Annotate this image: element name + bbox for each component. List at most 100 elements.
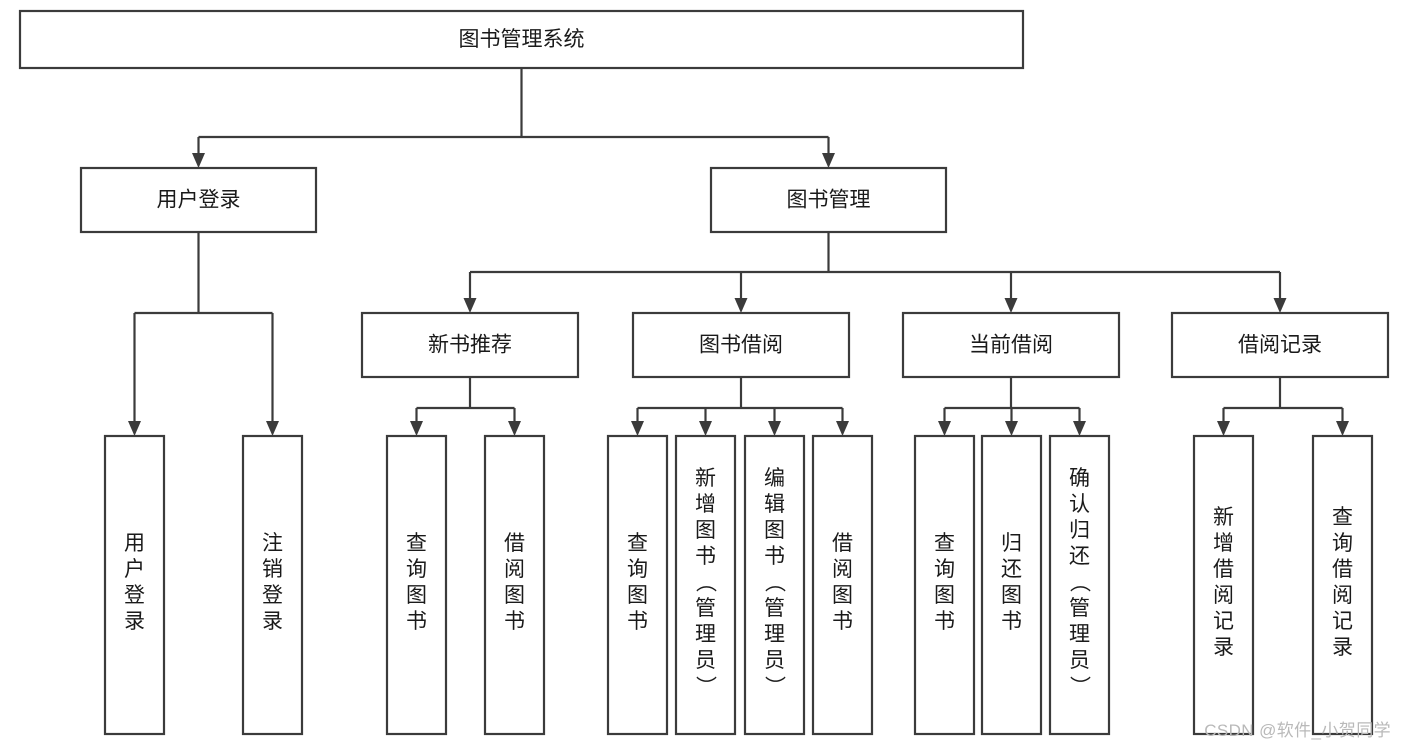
node-label-char: ） [1068,676,1091,697]
node-label-char: 记 [1213,610,1234,633]
node-label-char: 书 [1001,610,1022,633]
node-box-leaf-borrow-book-rec [483,434,546,736]
node-label-char: 还 [1001,558,1022,581]
node-label-char: 登 [124,584,145,607]
node-box-leaf-return-book [980,434,1043,736]
arrow-head-icon [631,421,644,436]
node-label-char: 新 [1213,506,1234,529]
connector-c-cb-l1 [938,408,951,436]
arrow-head-icon [463,298,477,313]
arrow-head-icon [266,421,279,436]
arrow-head-icon [836,421,849,436]
arrow-head-icon [128,421,141,436]
node-box-leaf-edit-book [743,434,806,736]
node-label-char: 理 [764,623,785,646]
node-label-char: 管 [695,597,716,620]
node-label-char: 图 [934,584,955,607]
node-label-char: 书 [406,610,427,633]
node-label-char: 新 [695,467,716,490]
arrow-head-icon [1217,421,1230,436]
connector-c-nbr-l1 [410,408,423,436]
connector-c-cb-l3 [1073,408,1086,436]
connector-c-bb-l1 [631,408,644,436]
arrow-head-icon [192,153,205,168]
node-label-char: 阅 [1213,584,1234,607]
node-label-char: 增 [695,493,716,516]
node-label-char: 查 [627,532,648,555]
connector-c-br-l1 [1217,408,1230,436]
node-current-borrow[interactable]: 当前借阅 [901,311,1121,379]
node-label-char: 借 [1213,558,1234,581]
node-label-char: 归 [1069,519,1090,542]
arrow-head-icon [1336,421,1349,436]
node-leaf-user-login[interactable]: 用户登录 [103,434,166,736]
node-new-book-rec[interactable]: 新书推荐 [360,311,580,379]
node-book-manage[interactable]: 图书管理 [709,166,948,234]
node-label-char: 查 [934,532,955,555]
node-box-leaf-logout-login [241,434,304,736]
node-label-char: 查 [406,532,427,555]
node-label-char: 书 [832,610,853,633]
node-label-char: 记 [1332,610,1353,633]
node-label-char: 阅 [832,558,853,581]
connector-layer [128,68,1349,436]
arrow-head-icon [938,421,951,436]
node-label-char: 书 [764,545,785,568]
node-label-borrow-record: 借阅记录 [1238,334,1322,357]
node-label-char: 图 [504,584,525,607]
node-label-char: （ [694,572,717,593]
node-label-char: 还 [1069,545,1090,568]
node-book-borrow[interactable]: 图书借阅 [631,311,851,379]
node-label-char: 书 [934,610,955,633]
node-label-char: 编 [764,467,785,490]
node-label-char: 查 [1332,506,1353,529]
node-label-char: 询 [627,558,648,581]
node-box-user-login [79,166,318,234]
watermark-label: CSDN @软件_小贺同学 [1204,721,1391,740]
connector-c-bm-record [1273,272,1287,313]
arrow-head-icon [508,421,521,436]
node-root[interactable]: 图书管理系统 [18,9,1025,70]
node-box-book-borrow [631,311,851,379]
arrow-head-icon [1005,421,1018,436]
node-user-login[interactable]: 用户登录 [79,166,318,234]
node-label-char: 理 [695,623,716,646]
node-label-char: 书 [504,610,525,633]
node-label-char: 员 [764,649,785,672]
node-label-char: 确 [1069,467,1090,490]
node-box-leaf-confirm-return [1048,434,1111,736]
node-label-char: 询 [1332,532,1353,555]
node-label-char: （ [1068,572,1091,593]
node-label-char: 阅 [1332,584,1353,607]
node-label-book-borrow: 图书借阅 [699,334,783,357]
arrow-head-icon [1004,298,1018,313]
node-label-char: 登 [262,584,283,607]
node-box-leaf-add-borrow-record [1192,434,1255,736]
node-label-char: 户 [124,558,145,581]
node-borrow-record[interactable]: 借阅记录 [1170,311,1390,379]
connector-c-bb-l2 [699,408,712,436]
connector-c-bm-new-book [463,272,477,313]
node-box-borrow-record [1170,311,1390,379]
node-label-char: 图 [764,519,785,542]
node-label-char: 管 [1069,597,1090,620]
node-box-root [18,9,1025,70]
node-label-char: ） [763,676,786,697]
node-label-char: 借 [832,532,853,555]
node-label-char: 书 [627,610,648,633]
node-box-leaf-query-book-current [913,434,976,736]
arrow-head-icon [768,421,781,436]
